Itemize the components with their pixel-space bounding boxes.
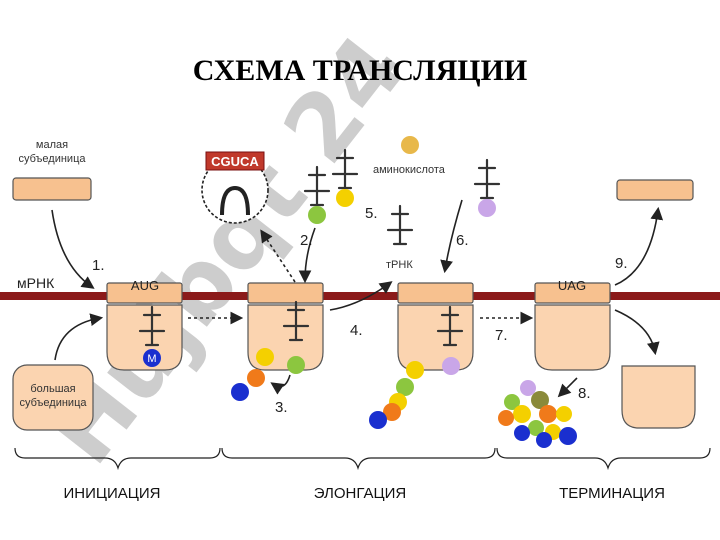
ribosome-initiation: AUG M	[106, 278, 183, 371]
arrow-large-subunit-join	[54, 313, 104, 361]
step-8-label: 8.	[578, 385, 591, 402]
trna-2-aminoacid	[308, 206, 326, 224]
trna-label: тРНК	[386, 259, 413, 271]
trna-6-aminoacid	[478, 199, 496, 217]
step-2-label: 2.	[300, 232, 313, 249]
stage-elongation: ЭЛОНГАЦИЯ	[314, 485, 406, 502]
met-label: M	[147, 353, 156, 365]
brace-elongation	[221, 447, 496, 471]
brace-initiation	[14, 447, 221, 471]
arrow-large-release	[614, 309, 660, 356]
released-polypeptide	[498, 380, 577, 448]
ribosome-elongation-2	[369, 282, 474, 429]
arrow-magnify	[260, 229, 296, 283]
magnified-trna-loop	[220, 185, 250, 216]
arrow-step-9	[614, 206, 664, 286]
small-subunit-label-line2: субъединица	[18, 153, 86, 165]
ribosome-elongation-1	[231, 282, 324, 401]
page-title: СХЕМА ТРАНСЛЯЦИИ	[193, 54, 527, 87]
arrow-step-8	[557, 377, 578, 398]
mrna-strand	[0, 292, 720, 300]
stop-codon-label: UAG	[558, 278, 586, 293]
arrow-step-1	[51, 209, 95, 289]
step-5-label: 5.	[365, 205, 378, 222]
step-1-label: 1.	[92, 257, 105, 274]
ribosome-termination: UAG	[534, 278, 611, 371]
arrow-peptide-bond	[270, 374, 291, 395]
released-small-subunit	[616, 179, 694, 201]
start-codon-label: AUG	[131, 278, 159, 293]
step-6-label: 6.	[456, 232, 469, 249]
step-3-label: 3.	[275, 399, 288, 416]
step-7-label: 7.	[495, 327, 508, 344]
step-9-label: 9.	[615, 255, 628, 272]
anticodon-box	[205, 151, 265, 171]
mrna-label: мРНК	[17, 275, 55, 291]
released-large-subunit	[621, 365, 696, 429]
small-subunit-label-line1: малая	[36, 139, 68, 151]
large-subunit	[12, 364, 94, 431]
anticodon-text: CGUCA	[211, 154, 259, 169]
arrow-step-6	[440, 199, 463, 274]
large-subunit-label-line1: большая	[30, 383, 75, 395]
stage-termination: ТЕРМИНАЦИЯ	[559, 485, 665, 502]
small-subunit	[12, 177, 92, 201]
met-aminoacid	[143, 349, 161, 367]
step-4-label: 4.	[350, 322, 363, 339]
large-subunit-label-line2: субъединица	[19, 397, 87, 409]
arrow-step-4	[329, 281, 393, 311]
amino-acid-label: аминокислота	[373, 164, 446, 176]
stage-initiation: ИНИЦИАЦИЯ	[64, 485, 161, 502]
free-aminoacid	[401, 136, 419, 154]
arrow-step-2	[298, 227, 316, 284]
brace-termination	[496, 447, 711, 471]
trna-5-aminoacid	[336, 189, 354, 207]
